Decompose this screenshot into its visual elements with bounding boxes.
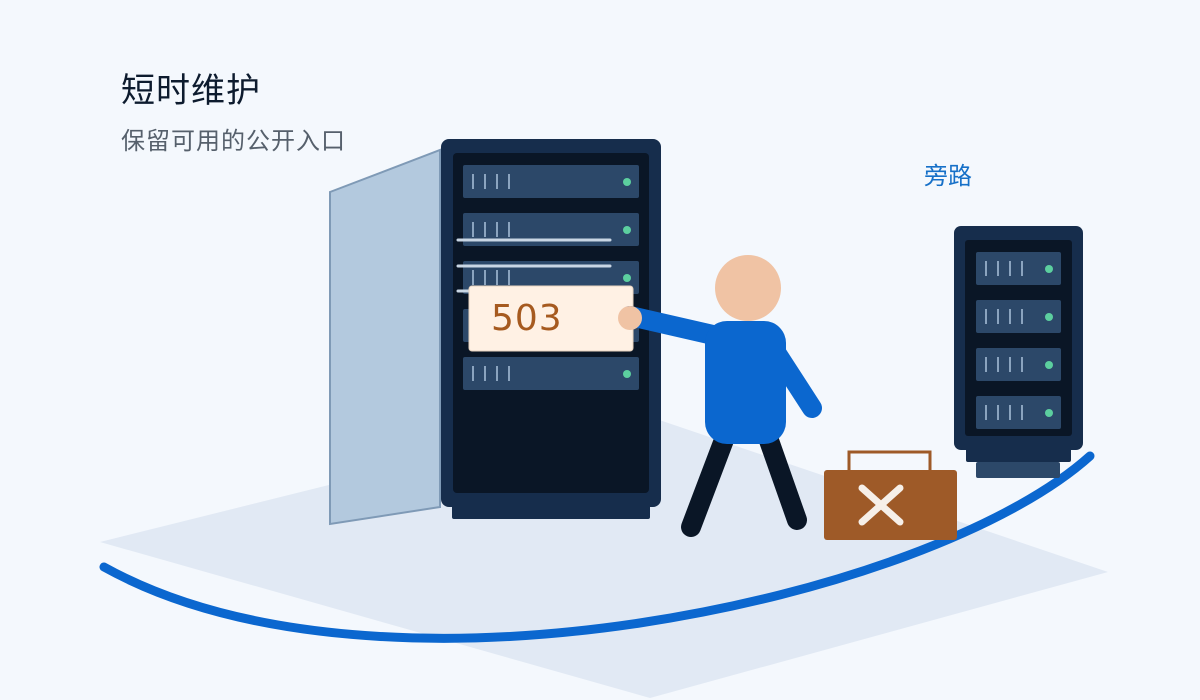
status-led-icon (623, 274, 631, 282)
technician-hand (618, 306, 642, 330)
status-led-icon (623, 370, 631, 378)
server-unit (463, 165, 639, 198)
status-led-icon (1045, 313, 1053, 321)
bypass-server-rack (954, 226, 1083, 478)
server-unit (976, 300, 1061, 333)
rack-base (976, 462, 1060, 478)
rack-base (966, 448, 1071, 462)
technician-arm (620, 306, 723, 345)
server-unit (976, 348, 1061, 381)
toolbox (824, 450, 957, 540)
bypass-path-arc (99, 451, 1095, 643)
status-led-icon (623, 178, 631, 186)
technician-leg (756, 422, 807, 530)
bypass-label: 旁路 (924, 162, 972, 190)
technician-figure (618, 255, 822, 537)
technician-torso (705, 321, 786, 444)
status-code-label: 503 (491, 298, 563, 339)
toolbox-handle (847, 450, 932, 470)
status-led-icon (623, 226, 631, 234)
technician-leg (681, 422, 737, 537)
page-subtitle: 保留可用的公开入口 (121, 127, 346, 155)
page-title: 短时维护 (121, 71, 261, 111)
server-unit (463, 213, 639, 246)
status-led-icon (1045, 361, 1053, 369)
server-unit (976, 252, 1061, 285)
server-unit (463, 357, 639, 390)
rack-interior (965, 240, 1072, 436)
status-led-icon (1045, 265, 1053, 273)
rack-door (329, 148, 441, 526)
close-icon (858, 484, 904, 526)
toolbox-body (824, 470, 957, 540)
server-unit (976, 396, 1061, 429)
technician-head (715, 255, 781, 321)
status-led-icon (1045, 409, 1053, 417)
